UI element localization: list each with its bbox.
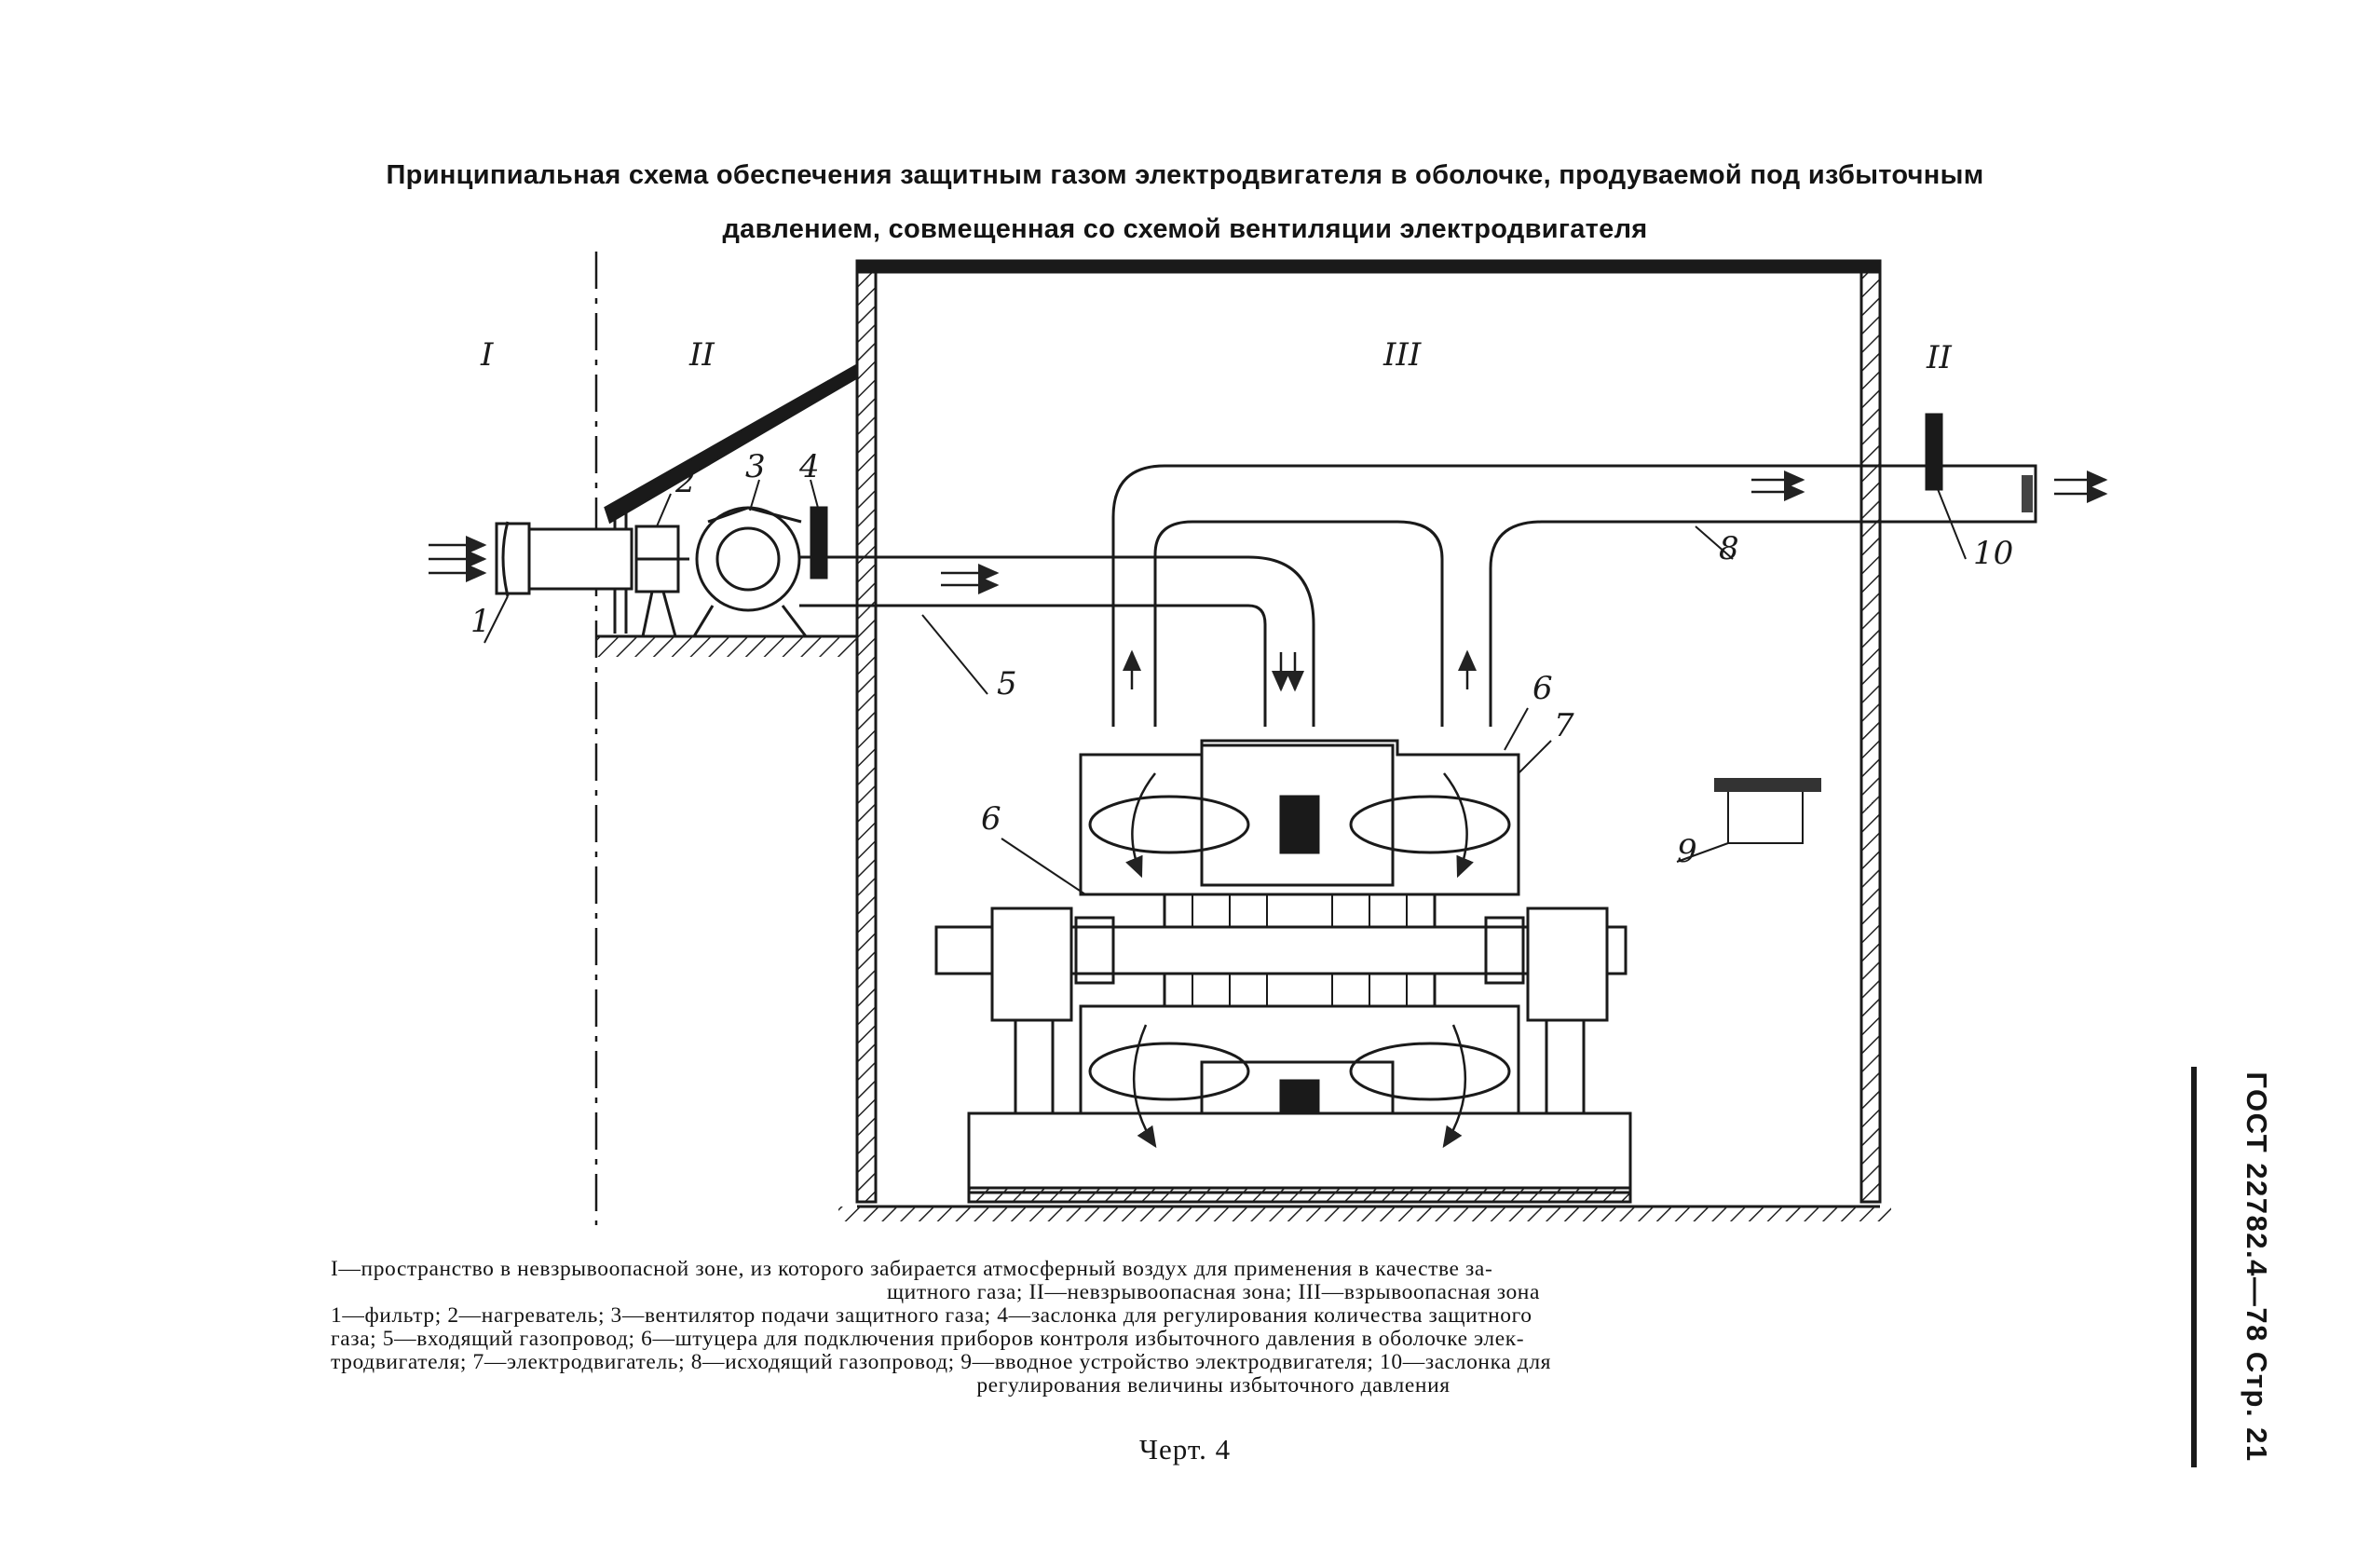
figure-caption: Черт. 4 xyxy=(1138,1433,1232,1466)
legend-zones-line-2: щитного газа; II—невзрывоопасная зона; I… xyxy=(886,1280,1541,1304)
figure-legend: I—пространство в невзрывоопасной зоне, и… xyxy=(331,1258,2096,1398)
room-right-wall xyxy=(1859,268,1882,1204)
part-label-10: 10 xyxy=(1973,535,2013,572)
damper-10 xyxy=(1925,413,1943,491)
zone-label-ii-right: II xyxy=(1926,339,1952,376)
bearing-right xyxy=(1526,907,1609,1022)
bearing-left xyxy=(990,907,1073,1022)
part-label-1: 1 xyxy=(470,603,491,640)
fan-housing xyxy=(695,506,801,612)
part-label-3: 3 xyxy=(745,448,766,485)
document-title-line-2: давлением, совмещенная со схемой вентиля… xyxy=(722,214,1648,244)
page-side-header: ГОСТ 22782.4—78 Стр. 21 xyxy=(2210,1062,2303,1472)
intake-canopy xyxy=(604,362,859,525)
legend-parts-line-4: регулирования величины избыточного давле… xyxy=(976,1373,1451,1398)
part-label-9: 9 xyxy=(1677,833,1697,870)
part-label-2: 2 xyxy=(674,463,696,500)
room-roof xyxy=(855,259,1882,274)
zone-label-iii: III xyxy=(1382,336,1422,374)
legend-parts-line-1: 1—фильтр; 2—нагреватель; 3—вентилятор по… xyxy=(331,1303,1532,1328)
legend-parts-line-2: газа; 5—входящий газопровод; 6—штуцера д… xyxy=(331,1327,1525,1351)
part-label-6-top: 6 xyxy=(1532,670,1553,707)
document-title-line-1: Принципиальная схема обеспечения защитны… xyxy=(386,160,1984,190)
outlet-pipe xyxy=(1111,464,2037,727)
floor-hatch xyxy=(838,1207,1891,1221)
room-left-wall xyxy=(855,268,878,1204)
filter-body xyxy=(495,522,531,595)
inlet-pipe xyxy=(799,555,1315,727)
entry-device-9 xyxy=(1727,786,1804,844)
zone-label-ii-left: II xyxy=(688,336,715,374)
part-label-8: 8 xyxy=(1719,530,1739,567)
part-label-6-left: 6 xyxy=(981,800,1001,838)
legend-parts-line-3: тродвигателя; 7—электродвигатель; 8—исхо… xyxy=(331,1350,1552,1374)
damper-4 xyxy=(810,506,828,579)
standard-page-number: ГОСТ 22782.4—78 Стр. 21 xyxy=(2241,1071,2273,1463)
part-label-4: 4 xyxy=(798,448,820,485)
legend-zones-line-1: I—пространство в невзрывоопасной зоне, и… xyxy=(331,1257,1493,1281)
part-label-5: 5 xyxy=(997,665,1017,702)
part-label-7: 7 xyxy=(1554,707,1574,744)
motor-base-frame xyxy=(967,1111,1632,1194)
side-margin-bar xyxy=(2191,1067,2197,1467)
zone-label-i: I xyxy=(480,336,494,374)
